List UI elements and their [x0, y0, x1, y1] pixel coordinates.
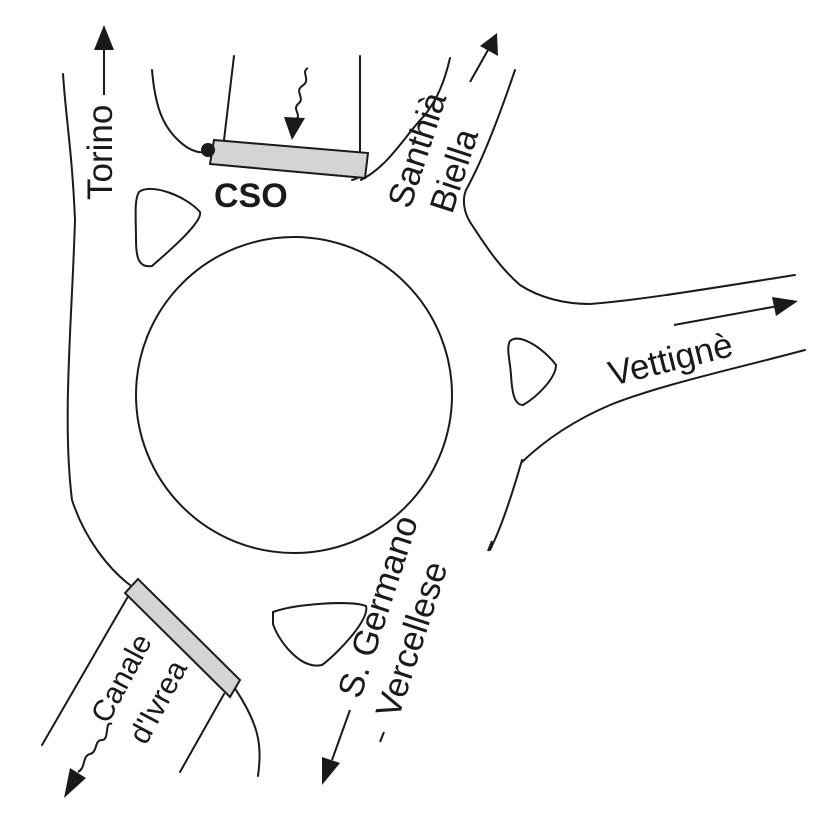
road-edge-cso-left	[151, 69, 211, 154]
canal-outflow-wavy-line	[77, 722, 113, 773]
santhia-arrow-icon	[480, 33, 498, 56]
canal-weir-structure	[123, 577, 242, 699]
cso-outlet-dot	[201, 143, 215, 157]
vettigne-arrow-line	[673, 305, 779, 326]
splitter-island-east	[507, 337, 557, 406]
label-torino: Torino	[81, 105, 120, 200]
road-edge-santhia-right	[462, 69, 796, 305]
road-edge-southwest	[231, 683, 261, 777]
road-edge-west	[62, 73, 131, 586]
santhia-arrow-line	[469, 49, 489, 83]
road-edge-vettigne-lower	[521, 349, 806, 463]
label-cso: CSO	[214, 177, 288, 215]
canal-outflow-arrow-icon	[64, 768, 86, 798]
splitter-island-north	[134, 187, 202, 268]
canal-edge-right	[179, 693, 225, 773]
central-island	[135, 236, 453, 554]
splitter-island-south	[272, 602, 368, 667]
road-edge-santhia-left	[360, 57, 451, 181]
road-edge-sgermano	[489, 459, 523, 551]
vercellese-dash	[379, 731, 385, 743]
vercellese-dash-top	[487, 540, 493, 552]
cso-inflow-arrow-icon	[284, 117, 305, 140]
canal-edge-left	[41, 592, 131, 746]
label-vettigne: Vettignè	[605, 325, 737, 393]
sgermano-arrow-line	[331, 709, 351, 761]
cso-inflow-wavy-line	[295, 67, 309, 121]
cso-channel-left	[223, 55, 235, 141]
cso-structure	[208, 138, 370, 180]
vettigne-arrow-icon	[772, 297, 798, 316]
torino-arrow-icon	[94, 25, 114, 50]
sgermano-arrow-icon	[322, 757, 340, 785]
